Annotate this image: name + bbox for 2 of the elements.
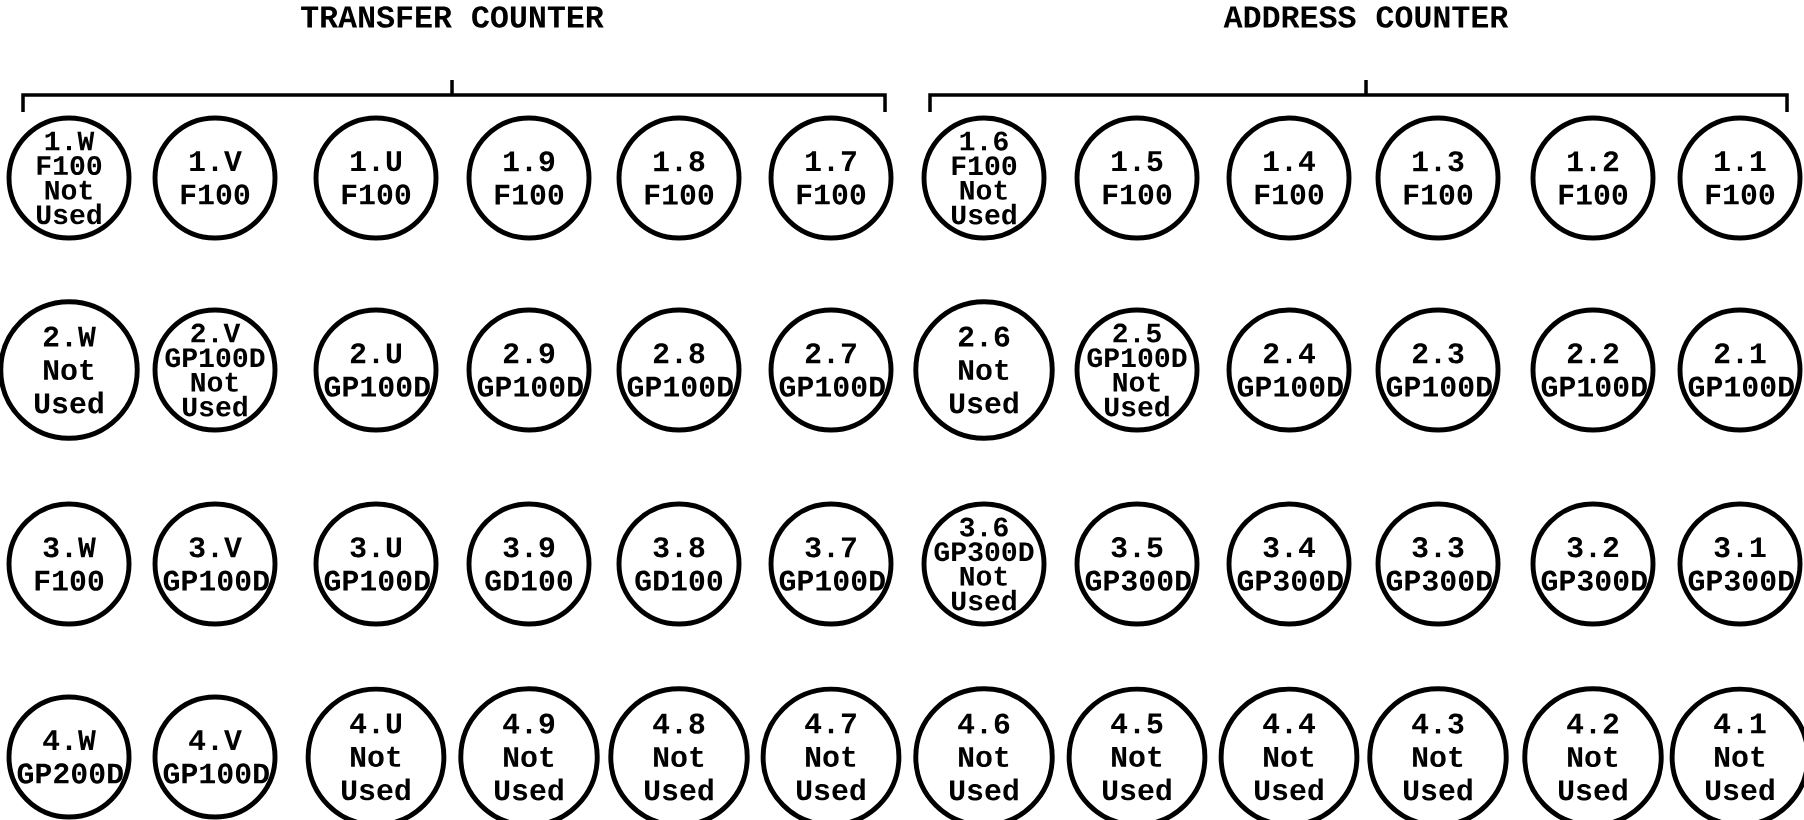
heading: ADDRESS COUNTER (1223, 6, 1509, 28)
heading: TRANSFER COUNTER (301, 6, 604, 28)
